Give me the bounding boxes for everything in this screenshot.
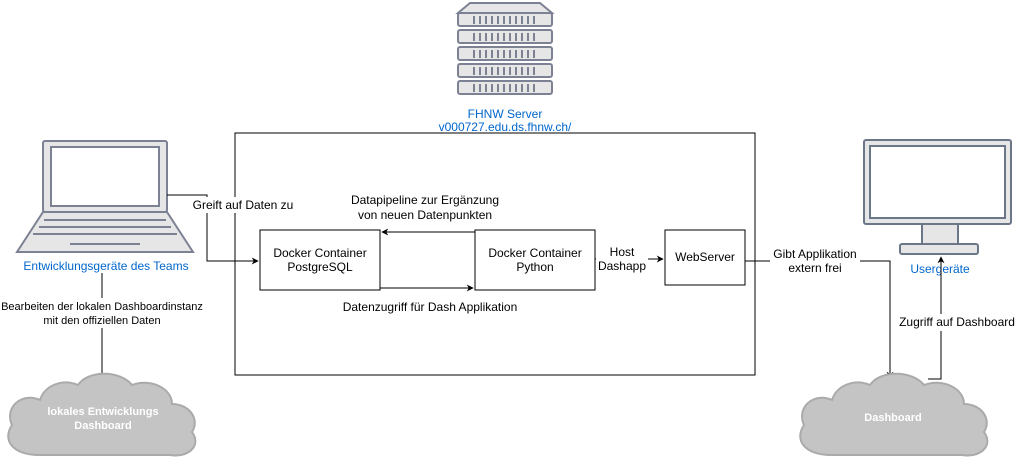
local-cloud-line2: Dashboard — [74, 420, 131, 432]
edge-dashboard-monitor — [928, 256, 945, 380]
postgres-container-line1: Docker Container — [273, 246, 366, 260]
server-title: FHNW Server — [468, 107, 543, 121]
monitor-label: Usergeräte — [910, 262, 970, 276]
monitor-icon — [863, 139, 1012, 255]
edge-label-greift: Greift auf Daten zu — [193, 198, 294, 212]
edge-label-datenzugriff: Datenzugriff für Dash Applikation — [343, 300, 518, 314]
python-container-box — [474, 229, 596, 291]
server-boundary — [234, 132, 756, 376]
webserver-label: WebServer — [675, 250, 735, 264]
python-container-line2: Python — [516, 260, 553, 274]
edge-label-host-1: Host — [610, 245, 635, 259]
python-container-line1: Docker Container — [488, 246, 581, 260]
edge-label-zugriff: Zugriff auf Dashboard — [899, 315, 1015, 329]
edge-label-pipeline-1: Datapipeline zur Ergänzung — [351, 193, 499, 207]
postgres-container-line2: PostgreSQL — [287, 260, 353, 274]
server-host: v000727.edu.ds.fhnw.ch/ — [439, 120, 572, 134]
edge-label-host-2: Dashapp — [598, 259, 646, 273]
laptop-label: Entwicklungsgeräte des Teams — [23, 259, 188, 273]
laptop-icon — [15, 140, 195, 253]
edge-label-gibt-1: Gibt Applikation — [773, 247, 856, 261]
server-icon — [455, 2, 555, 95]
local-cloud-line1: lokales Entwicklungs — [47, 406, 158, 418]
edge-label-pipeline-2: von neuen Datenpunkten — [358, 208, 492, 222]
edge-label-bearbeiten-2: mit den offiziellen Daten — [43, 315, 160, 327]
edge-label-bearbeiten-1: Bearbeiten der lokalen Dashboardinstanz — [1, 301, 203, 313]
edge-label-gibt-2: extern frei — [788, 261, 841, 275]
edge-webserver-dashboard — [745, 260, 894, 379]
dashboard-cloud-label: Dashboard — [864, 412, 921, 424]
dashboard-cloud-icon — [799, 372, 989, 457]
postgres-container-box — [259, 229, 381, 291]
local-dashboard-cloud-icon — [7, 372, 197, 457]
webserver-box — [664, 229, 746, 286]
edge-laptop-postgres — [167, 194, 259, 265]
